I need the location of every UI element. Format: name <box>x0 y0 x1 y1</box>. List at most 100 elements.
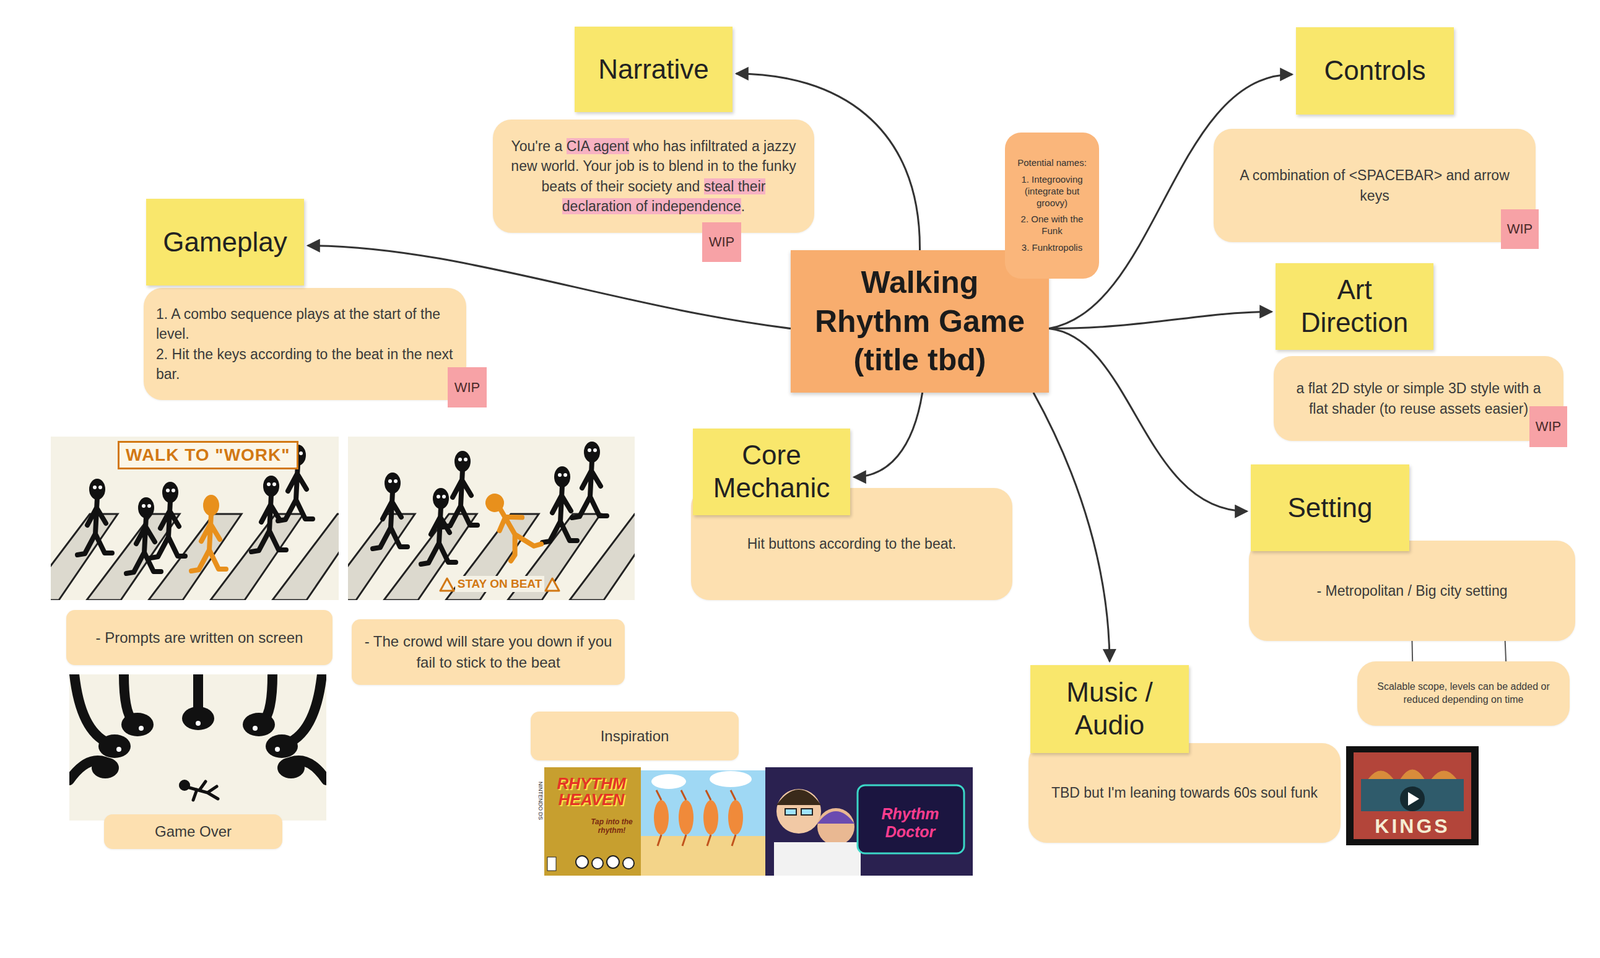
note-card: You're a CIA agent who has infiltrated a… <box>492 119 815 233</box>
box-text: NINTENDO DS <box>537 781 544 820</box>
label-text: STAY ON BEAT <box>457 577 543 591</box>
stay-panel <box>545 578 560 591</box>
node-text: Inspiration <box>600 725 670 747</box>
video-thumbnail <box>1353 752 1472 840</box>
node-text: WIP <box>454 379 481 396</box>
game-over-panel <box>195 720 201 726</box>
game-over-panel <box>252 725 258 731</box>
wip-tag: WIP <box>1529 406 1568 448</box>
node-text: WIP <box>1507 221 1534 238</box>
inspiration-images <box>535 767 973 876</box>
wip-tag: WIP <box>702 222 742 262</box>
node-text: Controls <box>1324 54 1427 88</box>
stay-panel <box>489 500 542 561</box>
game-over-panel <box>277 757 305 779</box>
inspiration-images <box>776 789 822 805</box>
label-text: Rhythm Doctor <box>861 804 959 841</box>
inspiration-images <box>575 855 589 869</box>
video-thumbnail <box>1400 786 1425 812</box>
walk-panel <box>191 494 227 571</box>
stay-panel <box>481 484 543 561</box>
video-thumbnail <box>1368 769 1457 779</box>
game-over-panel <box>182 706 215 731</box>
walk-panel <box>126 497 161 574</box>
video-thumbnail <box>1346 746 1479 846</box>
game-over-panel <box>69 674 327 821</box>
note-card: Scalable scope, levels can be added or r… <box>1357 661 1570 726</box>
node-text: Art Direction <box>1282 273 1427 340</box>
connector <box>1048 311 1272 329</box>
stay-panel <box>572 441 607 518</box>
inspiration-images <box>547 856 557 871</box>
label-text: RHYTHM HEAVEN <box>547 775 635 808</box>
stay-panel <box>372 472 408 549</box>
node-text: Core Mechanic <box>700 439 843 505</box>
node-text: - Prompts are written on screen <box>95 627 304 649</box>
stay-panel <box>442 450 478 527</box>
inspiration-images <box>653 800 669 835</box>
inspiration-images <box>857 785 965 854</box>
label-text: NINTENDO DS <box>537 781 544 820</box>
node-text: 2. One with the Funk <box>1011 213 1093 238</box>
connector <box>1033 392 1110 662</box>
note-card: TBD but I'm leaning towards 60s soul fun… <box>1028 743 1341 843</box>
inspiration-images <box>703 800 719 835</box>
inspiration-images <box>640 770 766 876</box>
sticky-heading: Narrative <box>574 26 733 113</box>
stay-panel <box>440 578 454 591</box>
stay-panel <box>347 436 635 600</box>
node-text: Hit buttons according to the beat. <box>747 533 957 554</box>
game-over-panel <box>121 712 154 737</box>
inspiration-images <box>656 790 736 846</box>
inspiration-images <box>535 767 545 876</box>
game-over-panel <box>98 734 131 758</box>
node-text: Scalable scope, levels can be added or r… <box>1365 680 1561 707</box>
node-text: You're a CIA agent who has infiltrated a… <box>505 136 802 217</box>
node-text: - The crowd will stare you down if you f… <box>361 630 615 673</box>
node-text: TBD but I'm leaning towards 60s soul fun… <box>1051 782 1318 803</box>
node-text: 1. A combo sequence plays at the start o… <box>156 304 454 344</box>
inspiration-images <box>773 842 861 876</box>
screen-prompt: STAY ON BEAT <box>455 575 545 592</box>
game-over-panel <box>265 734 298 758</box>
inspiration-images <box>591 857 604 869</box>
node-text: 2. Hit the keys according to the beat in… <box>156 344 454 384</box>
connector <box>1048 328 1248 512</box>
sticky-heading: Art Direction <box>1275 263 1434 350</box>
video-thumbnail <box>1360 778 1464 812</box>
game-over-panel <box>189 781 218 800</box>
node-text: a flat 2D style or simple 3D style with … <box>1286 378 1552 418</box>
inspiration-images <box>622 857 635 869</box>
walk-panel <box>77 478 113 555</box>
inspiration-images <box>817 808 855 846</box>
highlight: CIA agent <box>566 138 630 155</box>
album-title: KINGS <box>1353 814 1472 838</box>
inspiration-images <box>678 800 694 835</box>
node-text: - Metropolitan / Big city setting <box>1316 580 1508 601</box>
sticky-heading: Setting <box>1250 464 1410 552</box>
wip-tag: WIP <box>1500 209 1539 249</box>
tagline: Tap into the rhythm! <box>586 817 637 835</box>
note-card: 1. A combo sequence plays at the start o… <box>143 287 467 400</box>
sticky-heading: Gameplay <box>146 198 305 286</box>
inspiration-images <box>785 808 797 815</box>
game-over-panel <box>69 674 327 821</box>
wip-tag: WIP <box>447 367 487 408</box>
node-text: Narrative <box>598 53 709 87</box>
connector <box>1505 640 1506 662</box>
connector <box>853 392 923 477</box>
note-card: A combination of <SPACEBAR> and arrow ke… <box>1213 128 1536 243</box>
game-over-panel <box>138 725 144 731</box>
node-text: Potential names: <box>1017 157 1087 170</box>
walk-panel <box>191 513 227 571</box>
sticky-heading: Core Mechanic <box>692 428 851 516</box>
node-text: Setting <box>1287 491 1373 525</box>
sticky-heading: Controls <box>1295 27 1454 115</box>
label-text: KINGS <box>1353 814 1472 838</box>
node-text: Walking Rhythm Game (title tbd) <box>803 263 1037 380</box>
caption-box: Inspiration <box>530 711 739 761</box>
highlight: steal their declaration of independence <box>562 178 766 215</box>
game-over-panel <box>274 746 280 752</box>
game-over-panel <box>178 779 191 791</box>
inspiration-images <box>728 800 744 835</box>
